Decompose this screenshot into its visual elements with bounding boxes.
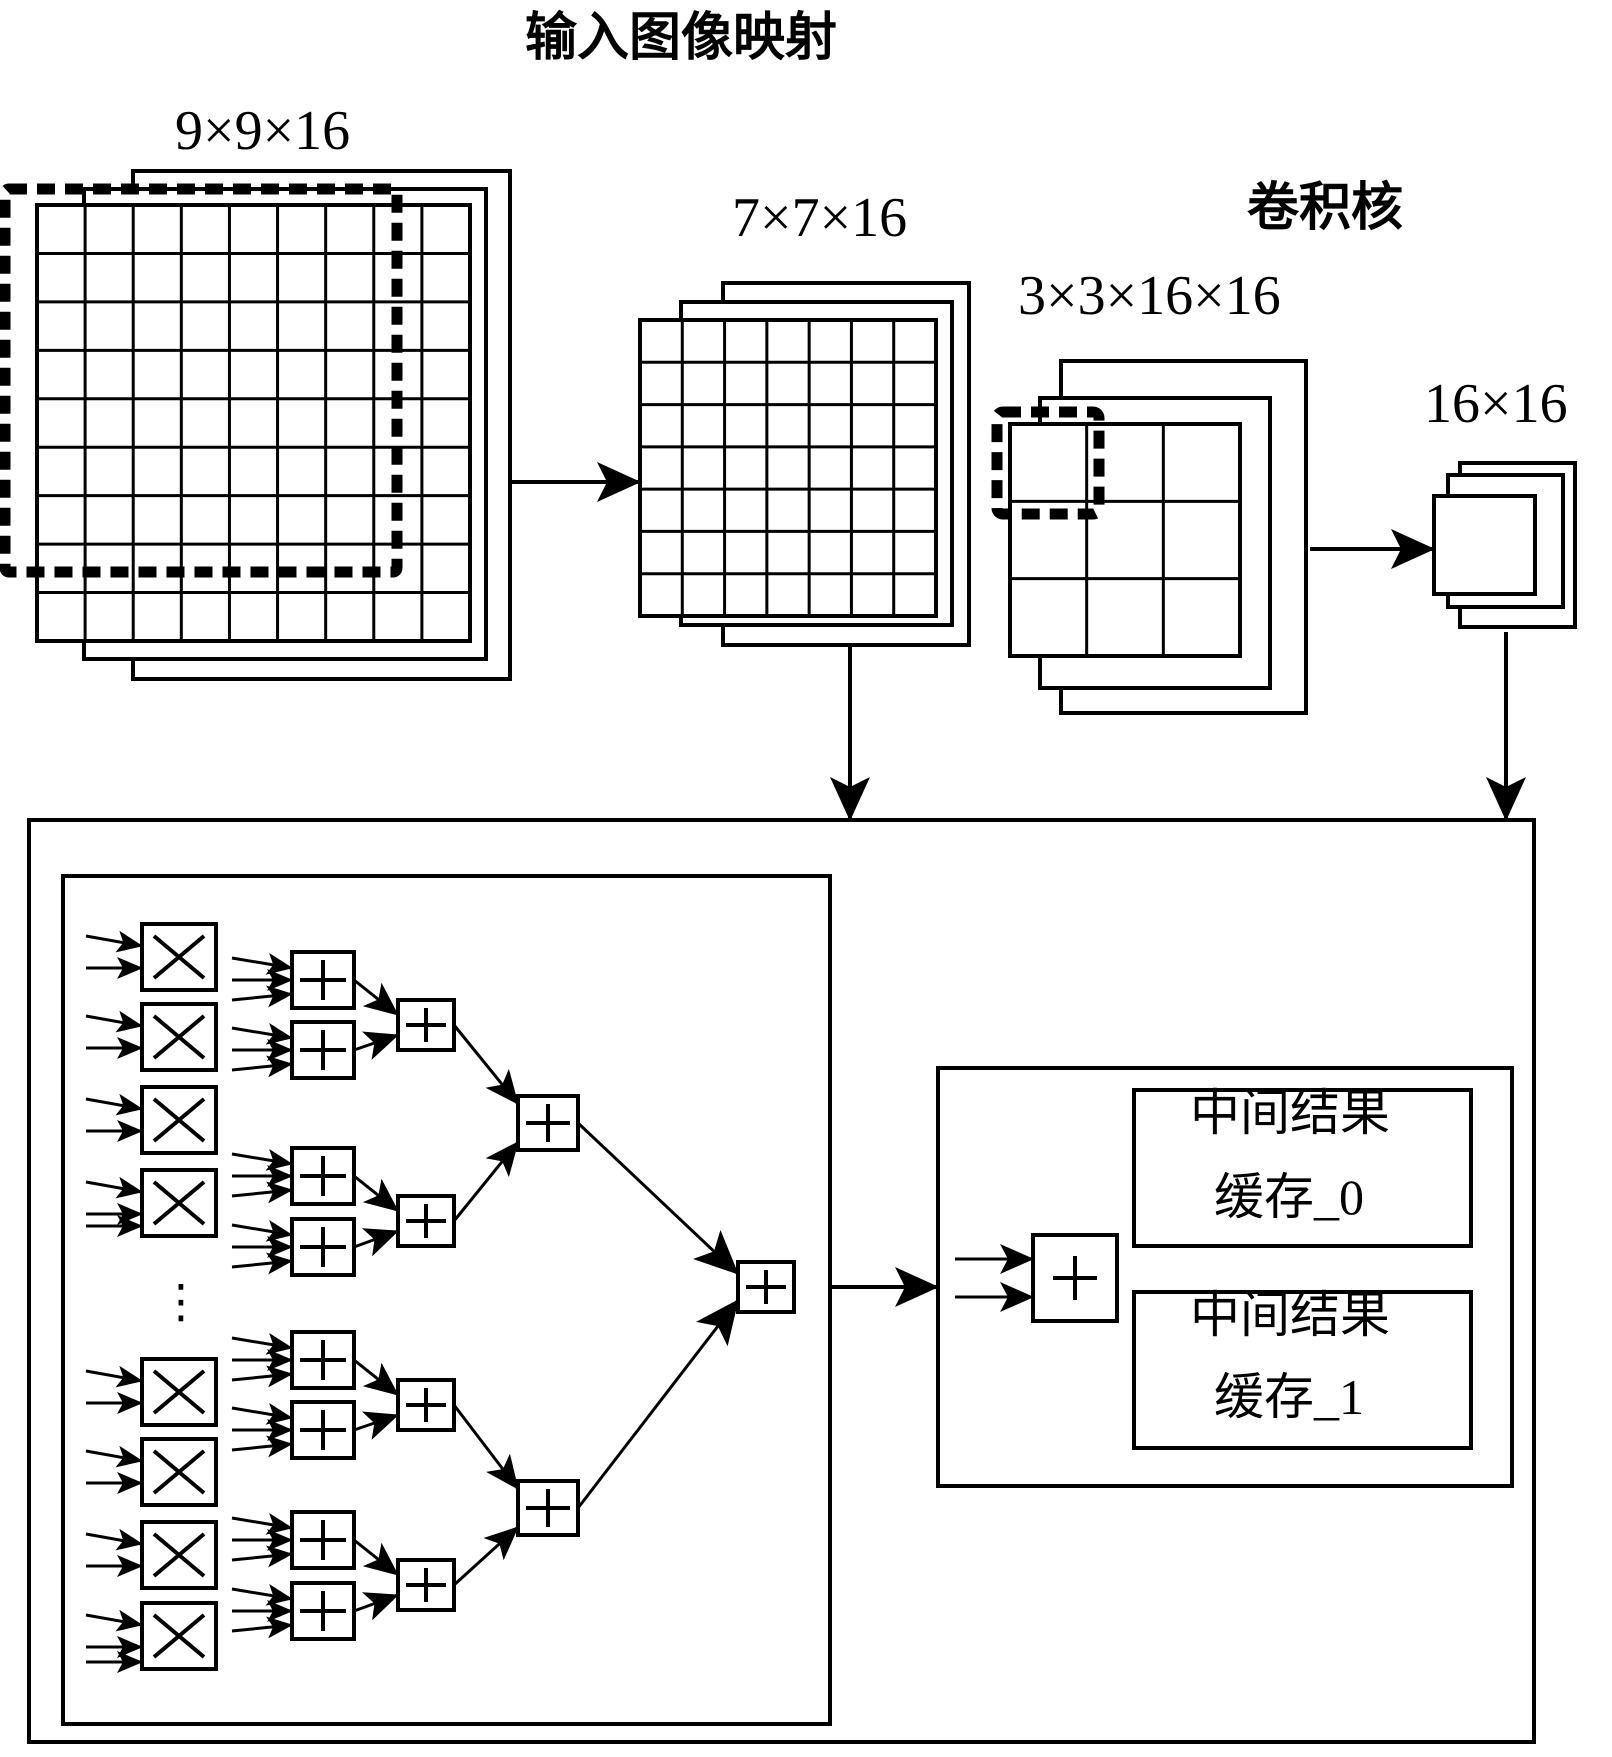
adder-link-arrow [353, 1031, 399, 1060]
multiplier-input-arrow [85, 1176, 143, 1199]
adder-link-arrow [576, 1121, 740, 1276]
output-grid [638, 318, 938, 618]
adder-link-arrow [353, 978, 399, 1017]
multiplier-input-arrow [85, 1609, 143, 1632]
output-dims-label: 7×7×16 [732, 187, 908, 249]
buffer-0-name: 缓存 [1214, 1168, 1314, 1226]
multiplier-input-arrow [85, 930, 143, 953]
kernel-title: 卷积核 [1247, 178, 1404, 238]
adder-link-arrow [353, 1538, 399, 1577]
multiply-adder-tree-box [61, 874, 832, 1726]
input-map-title: 输入图像映射 [525, 8, 838, 68]
adder-link-arrow [452, 1024, 520, 1105]
multiplier-box [140, 1520, 218, 1590]
adder-input-arrow [231, 1513, 293, 1535]
adder-link-arrow [353, 1411, 399, 1440]
multiplier-icon [152, 1532, 206, 1578]
kernel-dims-label: 3×3×16×16 [1018, 265, 1281, 327]
compute-unit-box [27, 818, 1536, 1744]
buffer-1-index: _1 [1314, 1369, 1364, 1425]
multiplier-icon [152, 1449, 206, 1495]
adder-input-arrow [231, 1055, 293, 1078]
buffer-0-line2: 缓存_0 [1214, 1172, 1364, 1222]
adder-link-arrow [452, 1404, 520, 1490]
adder-input-arrow [231, 1403, 293, 1425]
adder-input-arrow [231, 1616, 293, 1639]
adder-input-arrow [231, 1181, 293, 1204]
buffer-0-index: _0 [1314, 1169, 1364, 1225]
multiplier-icon [152, 1369, 206, 1415]
adder-input-arrow [231, 1584, 293, 1606]
multiplier-icon [152, 1180, 206, 1226]
kernel-grid [1008, 422, 1242, 658]
adder-input-arrow [231, 985, 293, 1008]
adder-link-arrow [353, 1174, 399, 1213]
kernel-window-dashed [991, 406, 1105, 520]
buffer-0-box [1132, 1088, 1473, 1248]
buffer-0-line1: 中间结果 [1190, 1084, 1390, 1142]
multiplier-icon [152, 1613, 206, 1659]
accumulator-box [936, 1066, 1514, 1488]
multiplier-box [140, 1002, 218, 1072]
adder-input-arrow [231, 1435, 293, 1458]
multiplier-input-arrow [85, 1365, 143, 1388]
adder-input-arrow [231, 1252, 293, 1275]
multiplier-icon [152, 934, 206, 980]
multiplier-icon [152, 1097, 206, 1143]
multiplier-input-arrow [85, 1528, 143, 1551]
buffer-1-line2: 缓存_1 [1214, 1372, 1364, 1422]
adder-input-arrow [231, 1220, 293, 1242]
adder-link-arrow [353, 1228, 399, 1257]
adder-input-arrow [231, 1149, 293, 1171]
buffer-1-name: 缓存 [1214, 1368, 1314, 1426]
adder-input-arrow [231, 1023, 293, 1045]
output-grid-frame [638, 318, 938, 618]
adder-input-arrow [231, 1365, 293, 1388]
buffer-1-box [1132, 1290, 1473, 1450]
adder-input-arrow [231, 1333, 293, 1355]
adder-link-arrow [452, 1525, 520, 1587]
multiplier-icon [152, 1014, 206, 1060]
adder-input-arrow [231, 953, 293, 975]
multiplier-input-arrow [85, 1445, 143, 1468]
adder-link-arrow [353, 1592, 399, 1621]
adder-input-arrow [231, 1545, 293, 1568]
weight-layer-front [1432, 494, 1537, 596]
adder-link-arrow [452, 1141, 520, 1222]
multiplier-input-arrow [85, 1093, 143, 1116]
buffer-1-line1: 中间结果 [1190, 1286, 1390, 1344]
input-dims-label: 9×9×16 [175, 100, 351, 162]
adder-link-arrow [576, 1299, 740, 1509]
weight-dims-label: 16×16 [1424, 373, 1568, 435]
kernel-grid-frame [1008, 422, 1242, 658]
multiplier-input-arrow [85, 1010, 143, 1033]
adder-link-arrow [353, 1358, 399, 1397]
sliding-window-dashed [0, 183, 403, 578]
ellipsis: ⋮ [158, 1274, 204, 1328]
